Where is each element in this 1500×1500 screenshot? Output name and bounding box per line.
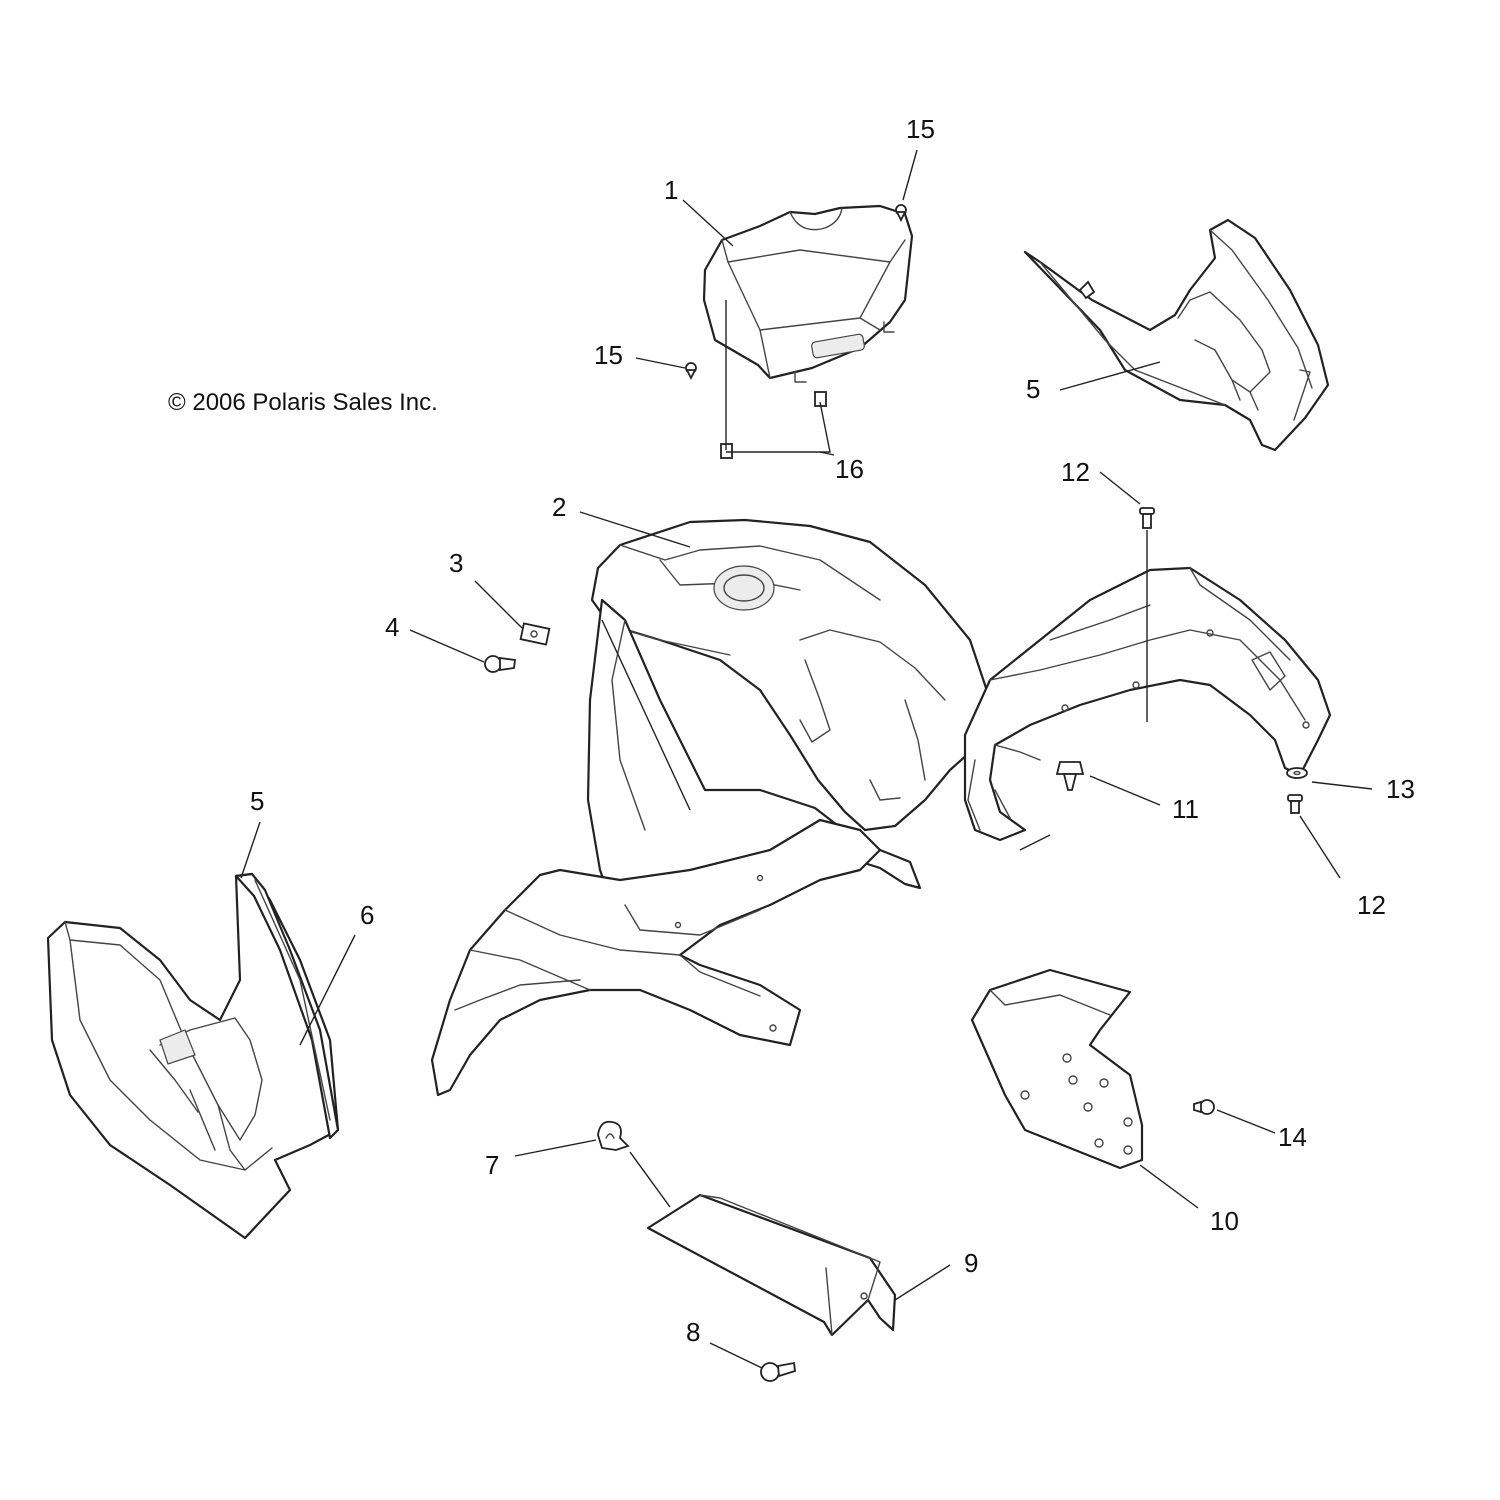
part-5-side-panel-top — [1023, 218, 1330, 452]
part-7-clip — [597, 1120, 630, 1151]
callout-6: 6 — [360, 900, 374, 930]
part-1-headlight-pod — [702, 204, 914, 383]
part-9-bracket-plate — [646, 1193, 897, 1337]
callout-labels: 1 15 15 5 16 12 2 3 4 13 11 5 12 6 14 7 … — [250, 114, 1415, 1347]
part-2-front-fender — [430, 518, 1332, 1097]
callout-11: 11 — [1172, 794, 1199, 824]
part-4-bolt — [484, 655, 517, 673]
part-14-screw — [1193, 1099, 1215, 1115]
callout-12-bottom: 12 — [1357, 890, 1386, 920]
callout-5-left: 5 — [250, 786, 264, 816]
part-5-side-panel-left — [46, 872, 340, 1240]
callout-3: 3 — [449, 548, 463, 578]
callout-1: 1 — [664, 175, 678, 205]
part-16-decal — [720, 300, 835, 459]
part-10-shield-plate — [970, 968, 1144, 1170]
part-6-mud-guard — [234, 872, 340, 1140]
leader-lines — [240, 149, 1373, 1369]
callout-5-top: 5 — [1026, 374, 1040, 404]
callout-16: 16 — [835, 454, 864, 484]
callout-7: 7 — [485, 1150, 499, 1180]
copyright-notice: © 2006 Polaris Sales Inc. — [168, 389, 438, 416]
callout-9: 9 — [964, 1248, 978, 1278]
callout-2: 2 — [552, 492, 566, 522]
callout-10: 10 — [1210, 1206, 1239, 1236]
callout-4: 4 — [385, 612, 399, 642]
callout-15-top: 15 — [906, 114, 935, 144]
part-8-screw — [760, 1361, 796, 1382]
part-15-screw-left — [685, 362, 697, 381]
callout-8: 8 — [686, 1317, 700, 1347]
part-12-screw-top — [1139, 507, 1155, 722]
part-12-screw-bottom — [1287, 794, 1303, 814]
callout-15-left: 15 — [594, 340, 623, 370]
part-13-washer — [1286, 767, 1308, 779]
part-11-push-rivet — [1055, 761, 1085, 791]
callout-13: 13 — [1386, 774, 1415, 804]
part-3-nut-clip — [519, 622, 551, 646]
callout-14: 14 — [1278, 1122, 1307, 1152]
part-15-screw-top — [895, 204, 907, 223]
callout-12-top: 12 — [1061, 457, 1090, 487]
